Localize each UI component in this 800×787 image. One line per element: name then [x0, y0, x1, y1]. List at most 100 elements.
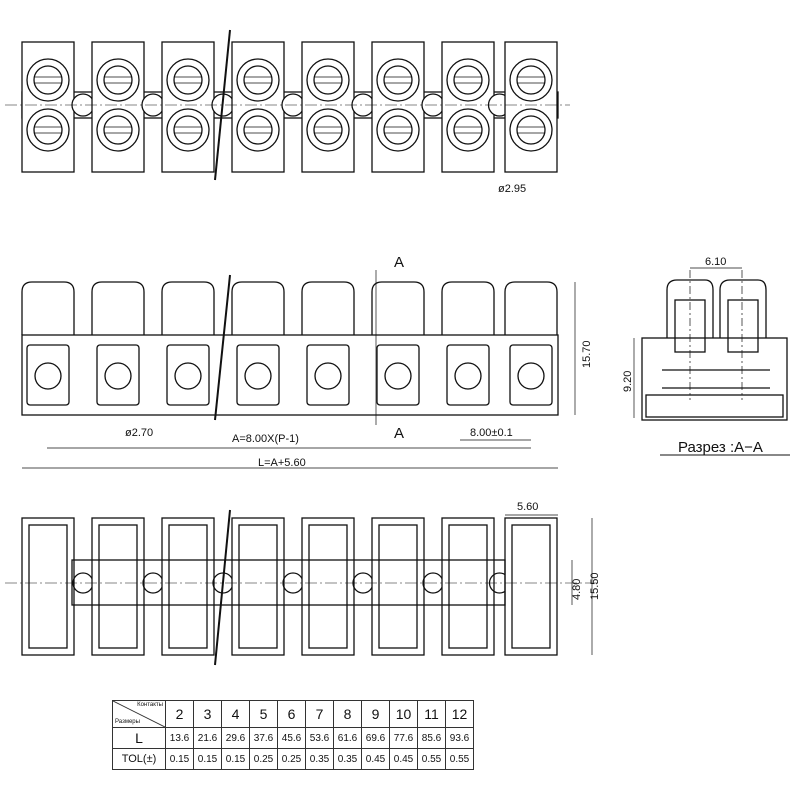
table-cell: 29.6: [221, 727, 250, 749]
bottom-block: [231, 517, 285, 656]
screw-outer: [166, 58, 210, 102]
front-window: [166, 344, 210, 406]
table-cell: 0.55: [417, 748, 446, 770]
slot-dim: 4.80: [571, 579, 583, 600]
front-cap: [441, 281, 495, 335]
screw-inner: [516, 115, 546, 145]
pitch-formula: A=8.00X(P-1): [232, 433, 299, 445]
table-cell: 13.6: [165, 727, 194, 749]
screw-inner: [383, 115, 413, 145]
contact-count: 2: [165, 700, 194, 728]
front-cap: [301, 281, 355, 335]
table-cell: 0.25: [277, 748, 306, 770]
table-cell: 61.6: [333, 727, 362, 749]
section-base: [645, 394, 784, 418]
table-cell: 77.6: [389, 727, 418, 749]
bottom-slot: [238, 524, 278, 649]
front-body: [21, 334, 559, 416]
screw-outer: [166, 108, 210, 152]
table-cell: 37.6: [249, 727, 278, 749]
row-label-tol: TOL(±): [112, 748, 166, 770]
contact-count: 6: [277, 700, 306, 728]
table-cell: 0.15: [193, 748, 222, 770]
section-mark-top: A: [394, 254, 404, 271]
table-cell: 0.45: [361, 748, 390, 770]
table-cell: 0.25: [249, 748, 278, 770]
bottom-block: [441, 517, 495, 656]
screw-inner: [453, 115, 483, 145]
bottom-block: [504, 517, 558, 656]
pitch-dim: 8.00±0.1: [470, 427, 513, 439]
table-cell: 93.6: [445, 727, 474, 749]
screw-outer: [96, 108, 140, 152]
screw-outer: [26, 108, 70, 152]
section-mark-bottom: A: [394, 425, 404, 442]
screw-outer: [26, 58, 70, 102]
screw-inner: [243, 65, 273, 95]
section-cap-left: [666, 279, 714, 338]
front-height-dim: 15.70: [581, 340, 593, 368]
front-window: [509, 344, 553, 406]
front-hole: [454, 362, 482, 390]
section-view: [633, 267, 790, 456]
screw-outer: [446, 58, 490, 102]
break-line: [214, 29, 231, 181]
front-window: [376, 344, 420, 406]
table-cell: 0.35: [333, 748, 362, 770]
screw-outer: [96, 58, 140, 102]
screw-inner: [173, 65, 203, 95]
contact-count: 7: [305, 700, 334, 728]
table-cell: 0.15: [221, 748, 250, 770]
break-line: [214, 274, 231, 421]
contact-count: 8: [333, 700, 362, 728]
front-cap: [21, 281, 75, 335]
section-caption: Разрез :A−A: [678, 439, 763, 456]
front-hole-dim: ø2.70: [125, 427, 153, 439]
front-cap: [161, 281, 215, 335]
section-height-dim: 9.20: [622, 371, 634, 392]
front-hole: [104, 362, 132, 390]
screw-inner: [383, 65, 413, 95]
front-cap: [231, 281, 285, 335]
length-formula: L=A+5.60: [258, 457, 306, 469]
front-window: [96, 344, 140, 406]
front-window: [446, 344, 490, 406]
section-body: [641, 337, 788, 421]
front-view: [21, 281, 559, 416]
bottom-slot: [168, 524, 208, 649]
bottom-view: [21, 517, 558, 656]
front-cap: [504, 281, 558, 335]
screw-outer: [306, 108, 350, 152]
front-hole: [174, 362, 202, 390]
table-cell: 53.6: [305, 727, 334, 749]
section-width-dim: 6.10: [705, 256, 726, 268]
front-window: [236, 344, 280, 406]
screw-inner: [453, 65, 483, 95]
bottom-slot: [98, 524, 138, 649]
front-window: [26, 344, 70, 406]
front-hole: [384, 362, 412, 390]
screw-outer: [376, 108, 420, 152]
table-cell: 0.15: [165, 748, 194, 770]
bottom-slot: [378, 524, 418, 649]
bottom-block: [371, 517, 425, 656]
table-cell: 0.45: [389, 748, 418, 770]
bottom-block: [301, 517, 355, 656]
screw-inner: [313, 115, 343, 145]
bottom-block: [91, 517, 145, 656]
table-cell: 21.6: [193, 727, 222, 749]
table-cell: 69.6: [361, 727, 390, 749]
screw-inner: [103, 115, 133, 145]
screw-outer: [509, 108, 553, 152]
bottom-block: [21, 517, 75, 656]
header-dimensions: Размеры: [115, 719, 140, 725]
screw-outer: [376, 58, 420, 102]
front-hole: [244, 362, 272, 390]
bottom-block: [161, 517, 215, 656]
screw-outer: [509, 58, 553, 102]
contact-count: 11: [417, 700, 446, 728]
screw-outer: [306, 58, 350, 102]
